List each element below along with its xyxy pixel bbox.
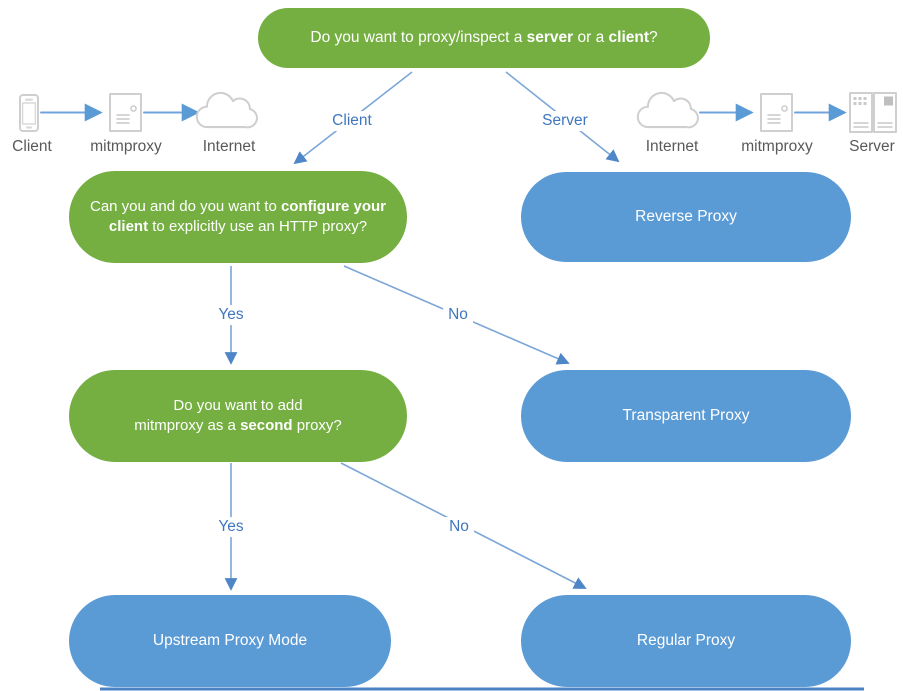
cloud-icon bbox=[636, 91, 699, 129]
result-regular-proxy: Regular Proxy bbox=[521, 595, 851, 687]
caption-internet-left: Internet bbox=[202, 138, 256, 155]
caption-internet-right: Internet bbox=[645, 138, 699, 155]
proxy-server-icon bbox=[760, 93, 793, 132]
question-second-proxy: Do you want to add mitmproxy as a second… bbox=[69, 370, 407, 462]
caption-client: Client bbox=[12, 138, 52, 155]
edge-label-yes-1: Yes bbox=[213, 305, 249, 325]
edge-label-server: Server bbox=[537, 111, 593, 131]
server-rack-icon bbox=[849, 92, 897, 133]
edge-label-yes-2: Yes bbox=[213, 517, 249, 537]
proxy-server-icon bbox=[109, 93, 142, 132]
cloud-icon bbox=[195, 91, 258, 129]
caption-mitmproxy-left: mitmproxy bbox=[90, 138, 162, 155]
server-flow-icons bbox=[636, 91, 897, 133]
tree-connectors bbox=[224, 71, 620, 591]
edge-label-no-2: No bbox=[444, 517, 474, 537]
question-root: Do you want to proxy/inspect a server or… bbox=[258, 8, 710, 68]
edge-label-client: Client bbox=[327, 111, 377, 131]
client-flow-icons bbox=[19, 91, 258, 132]
result-transparent-proxy: Transparent Proxy bbox=[521, 370, 851, 462]
edge-label-no-1: No bbox=[443, 305, 473, 325]
caption-mitmproxy-right: mitmproxy bbox=[741, 138, 813, 155]
question-configure-client: Can you and do you want to configure you… bbox=[69, 171, 407, 263]
caption-server: Server bbox=[849, 138, 895, 155]
smartphone-icon bbox=[19, 94, 39, 132]
result-reverse-proxy: Reverse Proxy bbox=[521, 172, 851, 262]
result-upstream-proxy-mode: Upstream Proxy Mode bbox=[69, 595, 391, 687]
